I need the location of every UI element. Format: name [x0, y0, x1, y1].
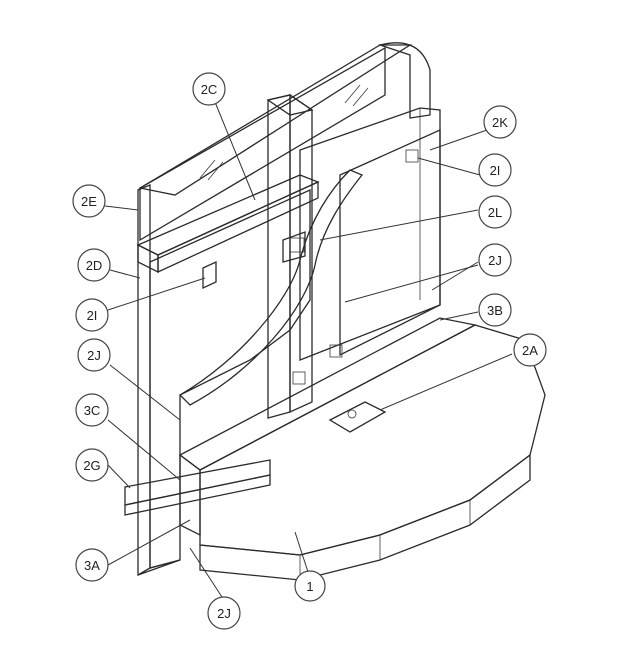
- callout-label-2E: 2E: [81, 194, 97, 209]
- leader-lines: [104, 101, 513, 598]
- window-glazing: [138, 42, 431, 242]
- callout-label-3C: 3C: [84, 403, 101, 418]
- callout-2K: 2K: [483, 105, 517, 139]
- wall-base: [137, 559, 181, 576]
- window-sill: [136, 174, 320, 274]
- callout-3B: 3B: [478, 293, 512, 327]
- insulated-wall-section: [137, 184, 311, 577]
- callout-label-2L: 2L: [488, 205, 502, 220]
- clip-bracket-left: [202, 260, 217, 290]
- anchor-plate: [328, 401, 387, 433]
- callout-3C: 3C: [75, 393, 109, 427]
- callout-2I-top: 2I: [478, 153, 512, 187]
- callout-label-2I-left: 2I: [87, 308, 98, 323]
- callout-label-2K: 2K: [492, 115, 508, 130]
- callout-label-2A: 2A: [522, 343, 538, 358]
- callout-2G: 2G: [75, 448, 109, 482]
- callout-2E: 2E: [72, 184, 106, 218]
- callout-2A: 2A: [513, 333, 547, 367]
- callout-label-2C: 2C: [201, 82, 218, 97]
- callout-label-2J-left: 2J: [87, 348, 101, 363]
- callout-2J-bottom: 2J: [207, 596, 241, 630]
- callout-1: 1: [294, 570, 326, 602]
- callout-2L: 2L: [478, 195, 512, 229]
- callout-2I-left: 2I: [75, 298, 109, 332]
- flashing-membrane: [178, 169, 364, 406]
- callout-2J-right: 2J: [478, 243, 512, 277]
- callout-label-2J-right: 2J: [488, 253, 502, 268]
- concrete-footing: [199, 324, 546, 581]
- callout-label-1: 1: [306, 579, 313, 594]
- callout-2C: 2C: [192, 72, 226, 106]
- clip-bracket-mid: [282, 231, 306, 263]
- right-wall-face: [292, 128, 441, 385]
- callout-label-3B: 3B: [487, 303, 503, 318]
- upper-wall-panel: [299, 107, 441, 361]
- horizontal-bar: [124, 459, 271, 516]
- callout-label-3A: 3A: [84, 558, 100, 573]
- callout-label-2J-bottom: 2J: [217, 606, 231, 621]
- callout-label-2I-top: 2I: [490, 163, 501, 178]
- callout-2J-left: 2J: [77, 338, 111, 372]
- callout-label-2G: 2G: [83, 458, 100, 473]
- callout-3A: 3A: [75, 548, 109, 582]
- drainage-band: [178, 317, 477, 537]
- callout-2D: 2D: [77, 248, 111, 282]
- callout-label-2D: 2D: [86, 258, 103, 273]
